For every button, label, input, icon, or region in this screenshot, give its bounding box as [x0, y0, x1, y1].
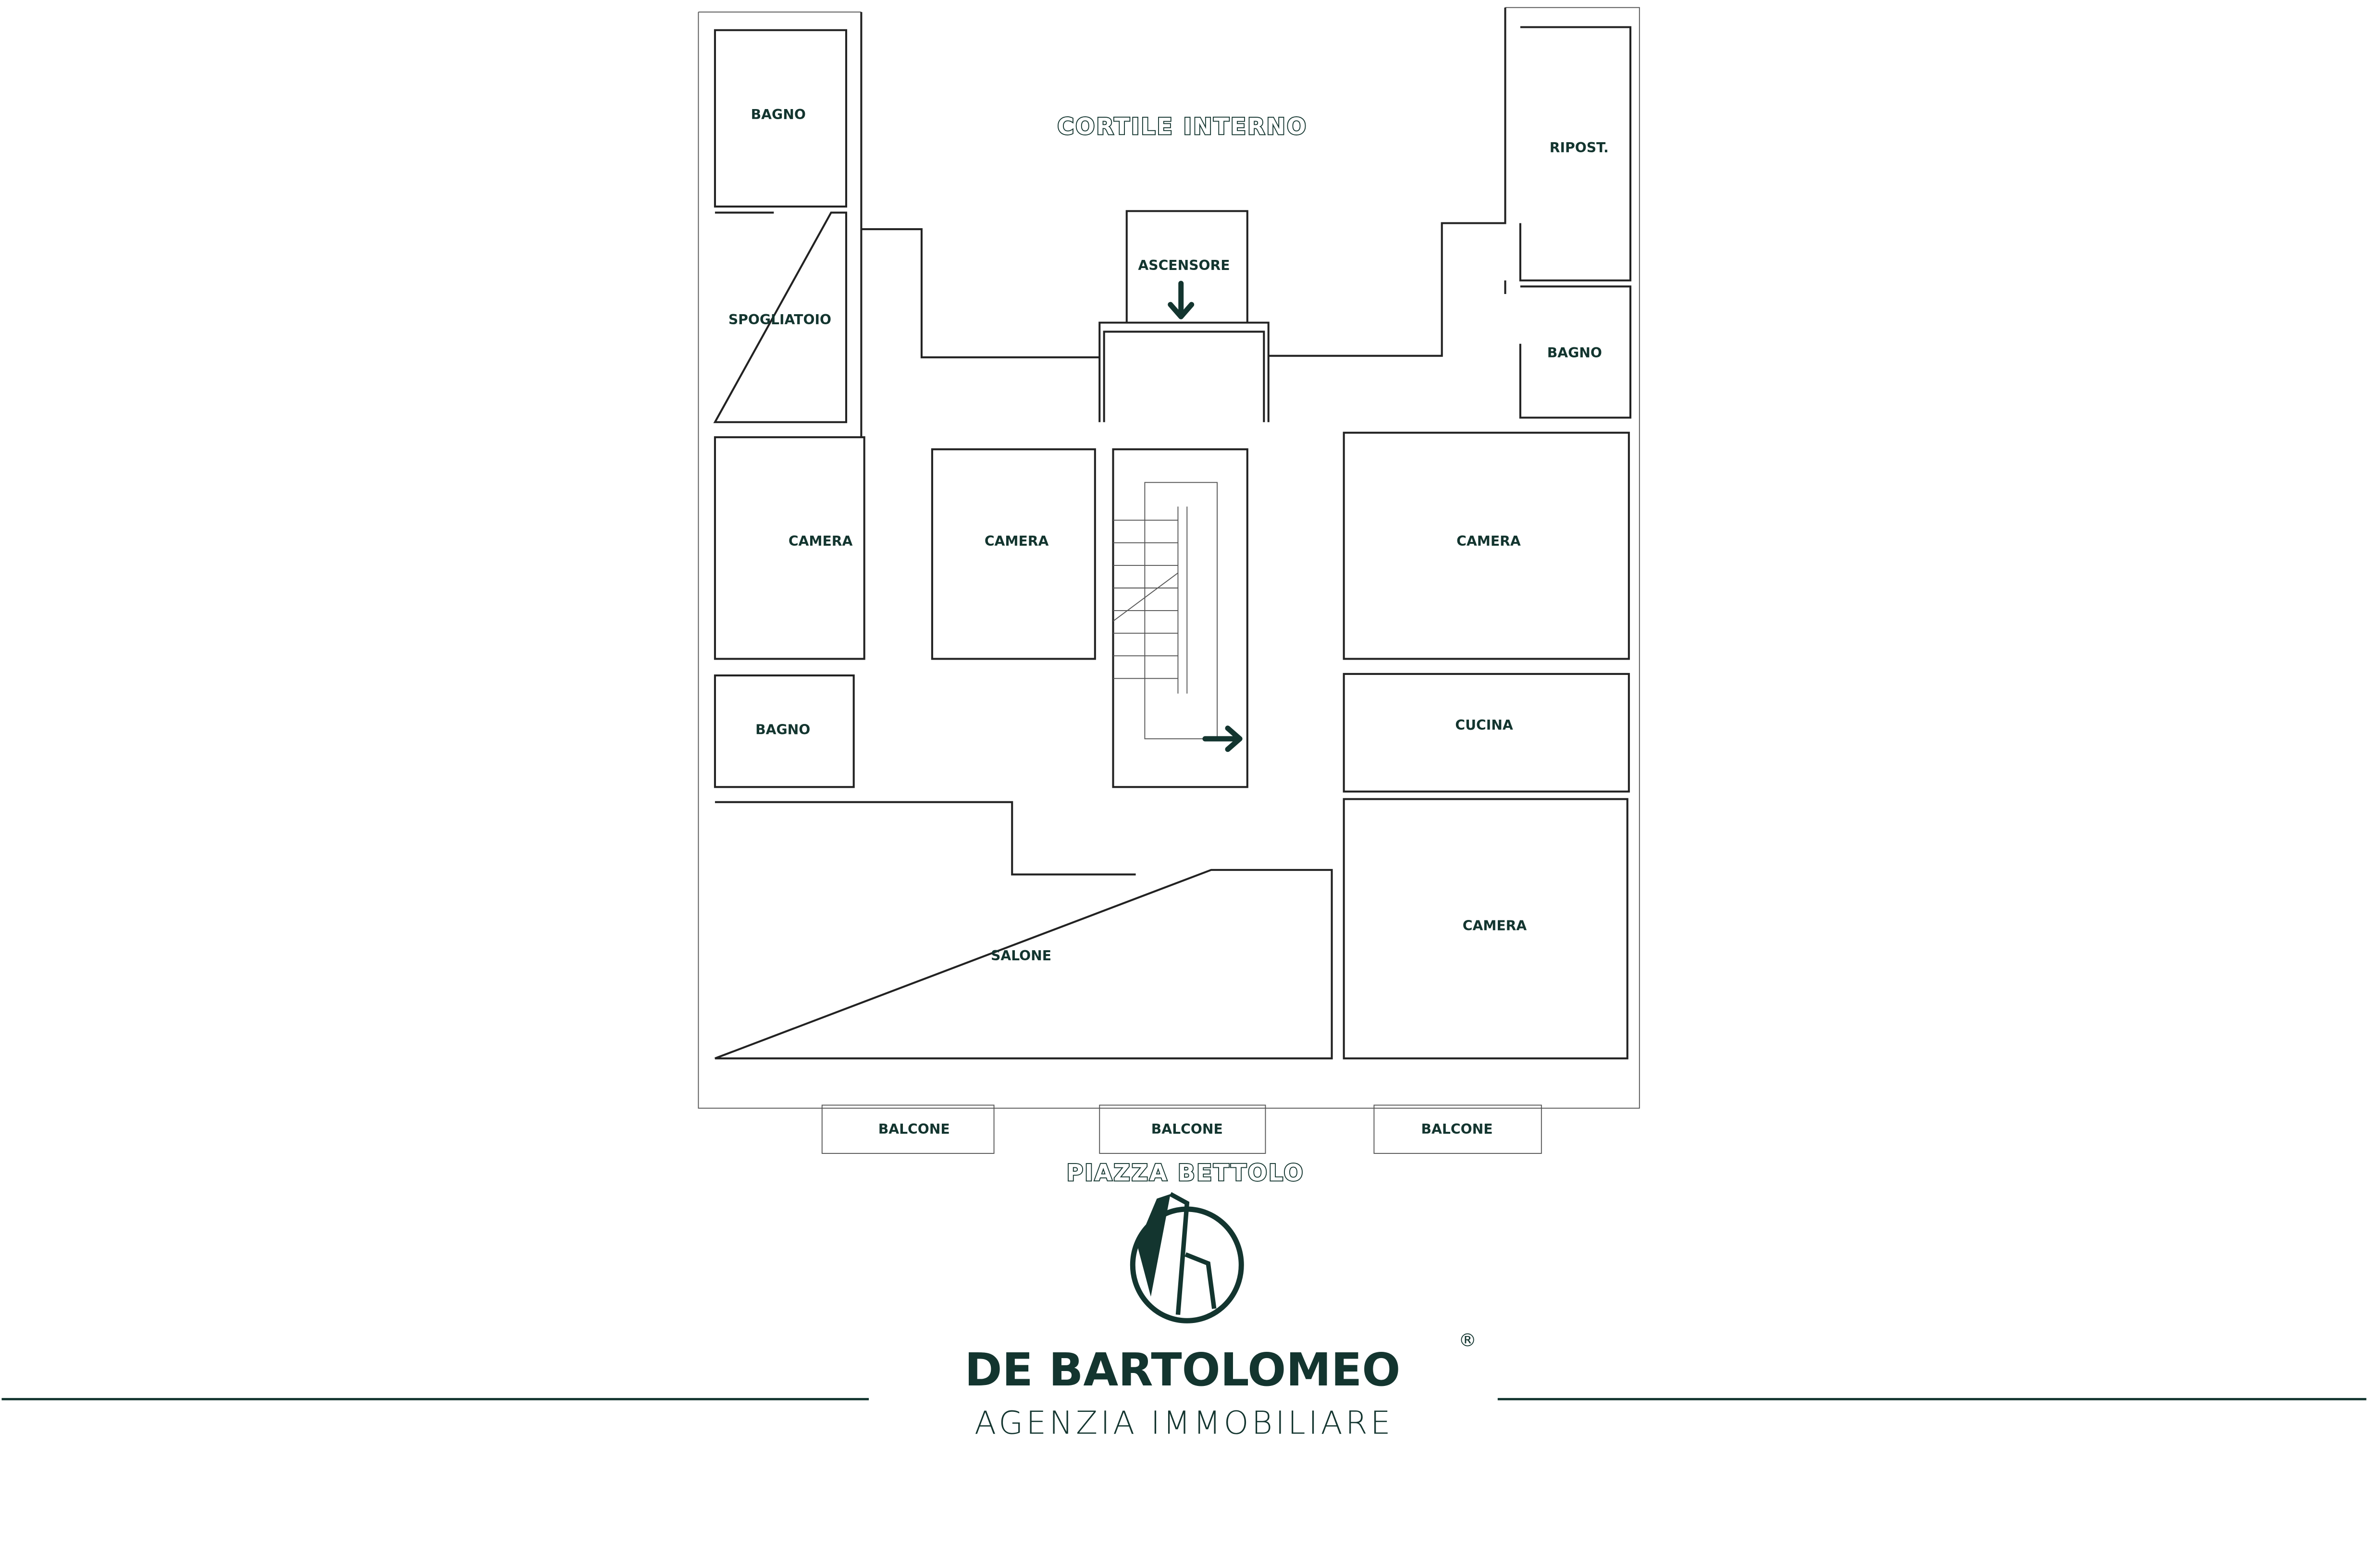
brand-tagline: AGENZIA IMMOBILIARE	[974, 1405, 1394, 1442]
balcony-2	[1099, 1104, 1266, 1154]
room-label: SALONE	[991, 948, 1051, 964]
logo-building-icon	[1137, 1194, 1171, 1297]
right-wing-walls	[1268, 7, 1632, 419]
room-label: CAMERA	[789, 533, 853, 549]
wall-camera-bottom-right	[1343, 798, 1628, 1060]
left-wing-walls	[713, 12, 1100, 438]
room-label: CAMERA	[985, 533, 1049, 549]
wall-camera-left	[714, 436, 865, 660]
logo-building-outline	[1169, 1192, 1217, 1315]
room-label: BAGNO	[1547, 345, 1602, 361]
room-label: BALCONE	[878, 1121, 950, 1137]
room-label: BAGNO	[755, 722, 810, 737]
balcony-3	[1373, 1104, 1542, 1154]
street-label: PIAZZA BETTOLO	[1067, 1160, 1305, 1186]
room-label: BALCONE	[1421, 1121, 1493, 1137]
room-label: RIPOST.	[1550, 140, 1609, 156]
elevator-shaft	[1098, 210, 1270, 422]
wall-cucina	[1343, 673, 1630, 793]
courtyard-label: CORTILE INTERNO	[1058, 113, 1308, 140]
room-label: ASCENSORE	[1138, 257, 1230, 273]
wall-camera-center	[931, 448, 1096, 660]
outer-boundary	[698, 7, 1640, 1109]
room-label: BALCONE	[1151, 1121, 1223, 1137]
registered-mark: ®	[1458, 1330, 1477, 1351]
arrow-right-icon	[1202, 725, 1243, 752]
room-label: SPOGLIATOIO	[728, 312, 831, 328]
wall-bagno-left	[714, 674, 855, 788]
floor-plan: CORTILE INTERNO PIAZZA BETTOLO BAGNO SPO…	[698, 7, 1640, 1187]
balcony-1	[821, 1104, 995, 1154]
stair-treads	[1112, 482, 1218, 739]
wall-camera-right	[1343, 431, 1630, 660]
arrow-down-icon	[1168, 281, 1195, 319]
room-label: CUCINA	[1455, 717, 1513, 733]
wall-stairs	[1112, 448, 1248, 788]
room-label: BAGNO	[751, 107, 806, 122]
brand-name: DE BARTOLOMEO	[964, 1344, 1400, 1396]
room-label: CAMERA	[1456, 533, 1521, 549]
brand-logo: DE BARTOLOMEO ® AGENZIA IMMOBILIARE	[1, 1192, 2367, 1442]
room-label: CAMERA	[1463, 918, 1527, 933]
wall-salone	[715, 801, 1333, 1060]
